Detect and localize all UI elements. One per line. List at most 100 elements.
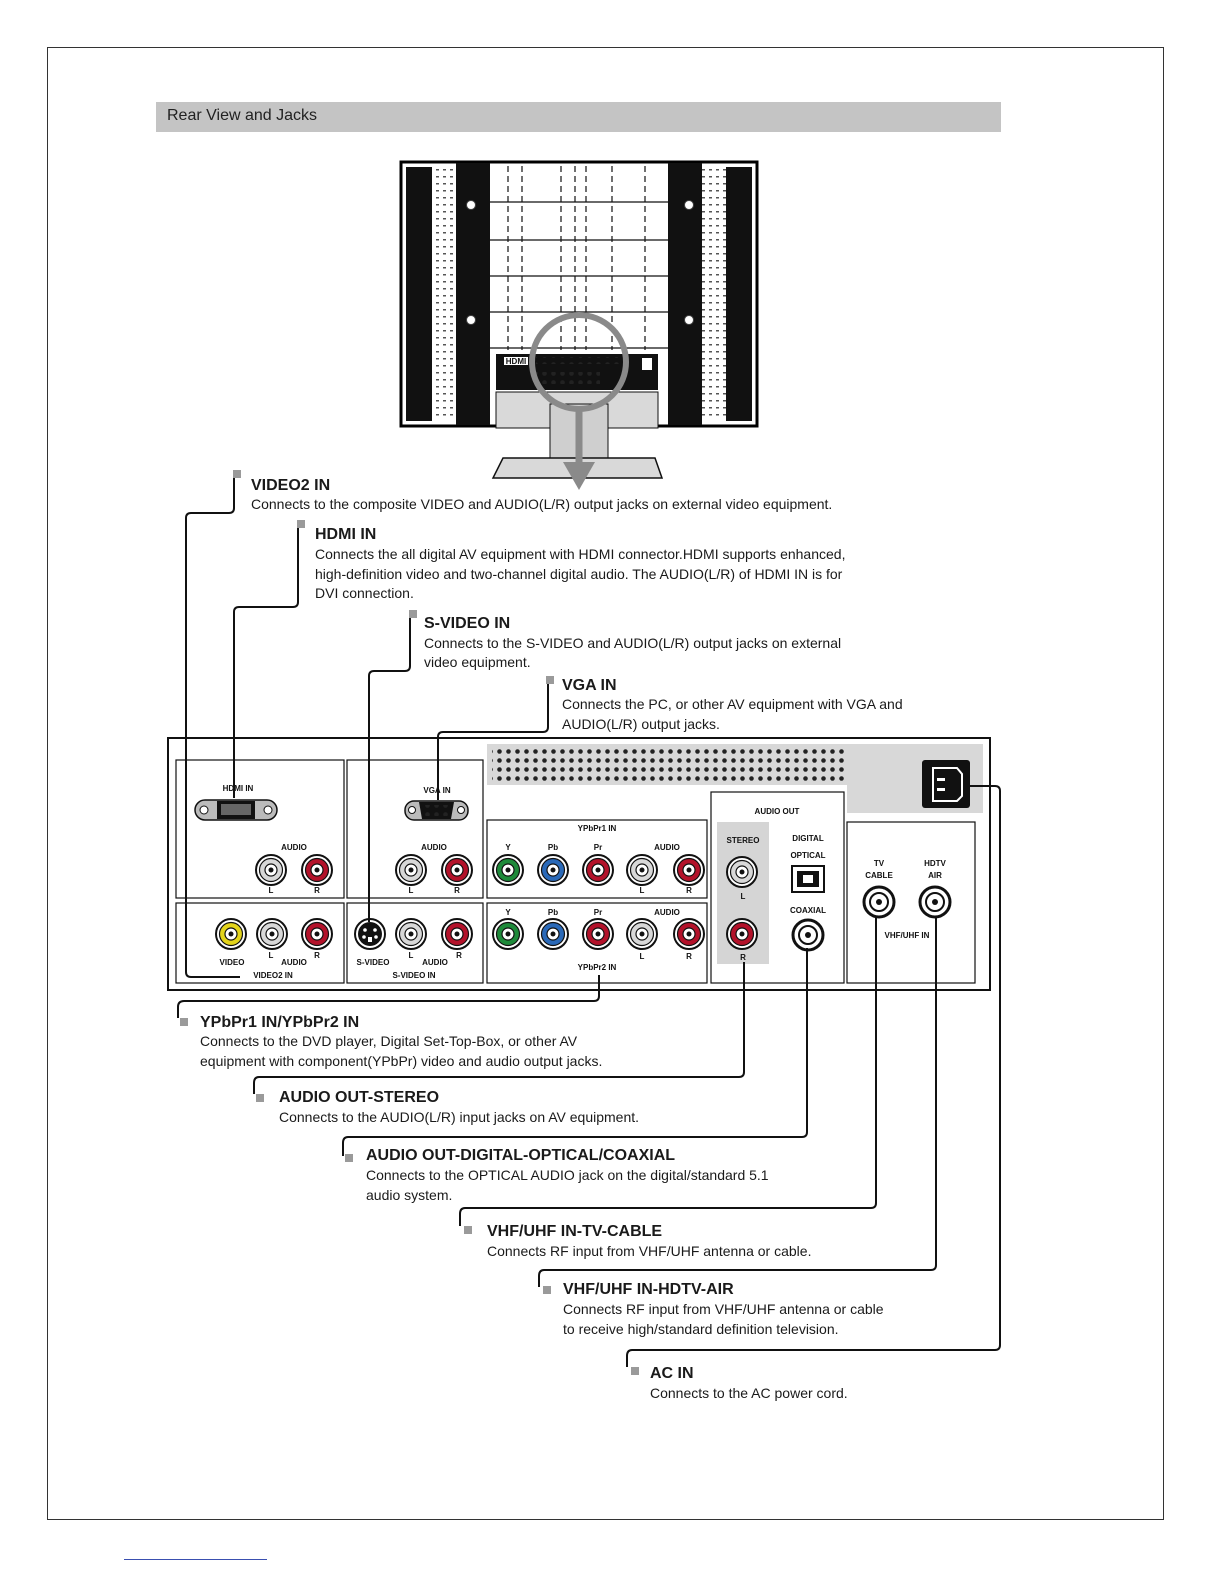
optical-port-icon[interactable] bbox=[791, 865, 825, 893]
jack-group bbox=[215, 854, 952, 952]
footer-line bbox=[124, 1559, 267, 1560]
leader-lines bbox=[177, 478, 1001, 1367]
vga-callout-text: Connects the PC, or other AV equipment w… bbox=[562, 696, 903, 712]
ypbpr2-audio-label: AUDIO bbox=[654, 908, 680, 917]
ypbpr1-audio-label: AUDIO bbox=[654, 843, 680, 852]
hdmi-callout-title: HDMI IN bbox=[315, 526, 376, 543]
ypbpr2-pb-jack[interactable] bbox=[537, 918, 569, 950]
hdmi-in-label: HDMI IN bbox=[223, 784, 254, 793]
hdmi-callout-text: high-definition video and two-channel di… bbox=[315, 566, 843, 582]
ypbpr1-audio-l-label: L bbox=[640, 886, 645, 895]
video2-audio-r-jack[interactable] bbox=[301, 918, 333, 950]
coaxial-jack[interactable] bbox=[791, 918, 825, 952]
ac-in-callout-title: AC IN bbox=[650, 1365, 694, 1382]
ac-in-leader-line bbox=[626, 785, 1001, 1367]
ypbpr1-audio-r-label: R bbox=[686, 886, 692, 895]
digital-callout-title: AUDIO OUT-DIGITAL-OPTICAL/COAXIAL bbox=[366, 1147, 675, 1164]
s-video-audio-l-jack[interactable] bbox=[395, 918, 427, 950]
hdmi-leader-line bbox=[233, 528, 299, 798]
s-video-callout-text: Connects to the S-VIDEO and AUDIO(L/R) o… bbox=[424, 635, 841, 651]
hdmi-callout-text: Connects the all digital AV equipment wi… bbox=[315, 546, 845, 562]
digital-leader-line bbox=[342, 948, 808, 1156]
video2-audio-l-jack[interactable] bbox=[256, 918, 288, 950]
optical-label: OPTICAL bbox=[790, 851, 825, 860]
hdtv-air-callout-text: to receive high/standard definition tele… bbox=[563, 1321, 839, 1337]
hdmi-callout-text: DVI connection. bbox=[315, 585, 414, 601]
s-video-in-label: S-VIDEO IN bbox=[392, 971, 435, 980]
ypbpr1-pr-jack[interactable] bbox=[582, 854, 614, 886]
video2-video-jack[interactable] bbox=[215, 918, 247, 950]
vhf-uhf-in-label: VHF/UHF IN bbox=[885, 931, 930, 940]
s-video-audio-r-jack[interactable] bbox=[441, 918, 473, 950]
s-video-audio-r-label: R bbox=[456, 951, 462, 960]
tv-hdmi-label: HDMI bbox=[506, 357, 526, 366]
s-video-leader-line bbox=[368, 617, 411, 922]
s-video-audio-l-label: L bbox=[409, 951, 414, 960]
ac-inlet-icon[interactable] bbox=[922, 760, 970, 808]
hdtv-label: HDTV bbox=[924, 859, 946, 868]
ypbpr-callout-text: equipment with component(YPbPr) video an… bbox=[200, 1053, 602, 1069]
stereo-r-jack[interactable] bbox=[726, 918, 758, 950]
vga-audio-r-jack[interactable] bbox=[441, 854, 473, 886]
video2-in-subpanel bbox=[175, 902, 345, 984]
hdtv-air-callout-text: Connects RF input from VHF/UHF antenna o… bbox=[563, 1301, 884, 1317]
callout-markers bbox=[180, 470, 639, 1375]
coaxial-label: COAXIAL bbox=[790, 906, 826, 915]
audio-out-label: AUDIO OUT bbox=[755, 807, 800, 816]
stereo-callout-title: AUDIO OUT-STEREO bbox=[279, 1089, 439, 1106]
ypbpr1-y-jack[interactable] bbox=[492, 854, 524, 886]
hdtv-air-jack[interactable] bbox=[918, 885, 952, 919]
hdmi-audio-l-label: L bbox=[269, 886, 274, 895]
page-frame bbox=[47, 47, 1164, 1520]
hdmi-audio-r-label: R bbox=[314, 886, 320, 895]
s-video-jack[interactable] bbox=[354, 918, 386, 950]
ypbpr2-y-jack[interactable] bbox=[492, 918, 524, 950]
screw-icon bbox=[466, 200, 476, 210]
ypbpr2-pr-label: Pr bbox=[594, 908, 602, 917]
ypbpr1-audio-l-jack[interactable] bbox=[626, 854, 658, 886]
stereo-r-label: R bbox=[740, 953, 746, 962]
vga-audio-l-label: L bbox=[409, 886, 414, 895]
ypbpr2-audio-r-jack[interactable] bbox=[673, 918, 705, 950]
hdmi-audio-l-jack[interactable] bbox=[255, 854, 287, 886]
vhf-uhf-subpanel bbox=[846, 821, 976, 984]
vga-audio-l-jack[interactable] bbox=[395, 854, 427, 886]
video2-audio-l-label: L bbox=[269, 951, 274, 960]
hdmi-connector-icon[interactable] bbox=[194, 799, 278, 821]
ypbpr2-pb-label: Pb bbox=[548, 908, 558, 917]
vga-callout-text: AUDIO(L/R) output jacks. bbox=[562, 716, 720, 732]
ypbpr2-pr-jack[interactable] bbox=[582, 918, 614, 950]
tv-cable-callout-title: VHF/UHF IN-TV-CABLE bbox=[487, 1223, 662, 1240]
hdtv-air-callout-title: VHF/UHF IN-HDTV-AIR bbox=[563, 1281, 734, 1298]
s-video-callout-title: S-VIDEO IN bbox=[424, 615, 510, 632]
ypbpr-callout-title: YPbPr1 IN/YPbPr2 IN bbox=[200, 1014, 359, 1031]
zoom-arrow-icon bbox=[563, 462, 595, 490]
ypbpr2-audio-l-jack[interactable] bbox=[626, 918, 658, 950]
tv-cable-jack[interactable] bbox=[862, 885, 896, 919]
air-label: AIR bbox=[928, 871, 942, 880]
screw-icon bbox=[684, 315, 694, 325]
stereo-l-jack[interactable] bbox=[726, 856, 758, 888]
stereo-leader-line bbox=[253, 962, 745, 1094]
video2-video-label: VIDEO bbox=[220, 958, 245, 967]
vga-callout-title: VGA IN bbox=[562, 677, 617, 694]
vga-connector-icon[interactable] bbox=[404, 800, 469, 821]
ypbpr1-pr-label: Pr bbox=[594, 843, 602, 852]
s-video-audio-label: AUDIO bbox=[422, 958, 448, 967]
digital-callout-text: audio system. bbox=[366, 1187, 452, 1203]
tv-label: TV bbox=[874, 859, 885, 868]
hdmi-audio-r-jack[interactable] bbox=[301, 854, 333, 886]
ypbpr1-pb-jack[interactable] bbox=[537, 854, 569, 886]
vga-leader-line bbox=[437, 680, 549, 800]
hdmi-audio-label: AUDIO bbox=[281, 843, 307, 852]
digital-label: DIGITAL bbox=[792, 834, 824, 843]
section-header: Rear View and Jacks bbox=[156, 102, 1001, 132]
hdmi-in-subpanel bbox=[175, 759, 345, 899]
ypbpr-callout-text: Connects to the DVD player, Digital Set-… bbox=[200, 1033, 578, 1049]
video2-audio-label: AUDIO bbox=[281, 958, 307, 967]
ypbpr2-y-label: Y bbox=[505, 908, 511, 917]
ypbpr1-audio-r-jack[interactable] bbox=[673, 854, 705, 886]
ypbpr1-pb-label: Pb bbox=[548, 843, 558, 852]
screw-icon bbox=[684, 200, 694, 210]
